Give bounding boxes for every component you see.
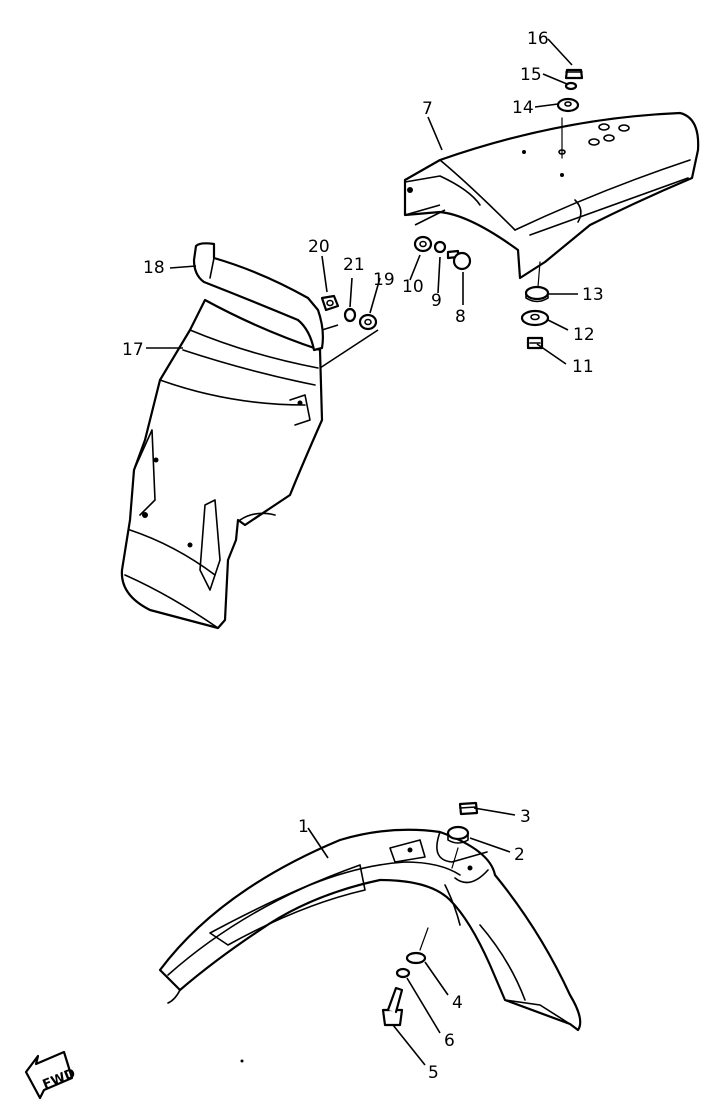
callout-19: 19 — [373, 270, 395, 290]
lock-washer-9 — [433, 240, 447, 254]
washer-19 — [358, 313, 378, 331]
callout-13: 13 — [582, 285, 604, 305]
callout-2: 2 — [514, 845, 525, 865]
mud-flap — [192, 242, 324, 352]
callout-20: 20 — [308, 237, 330, 257]
callout-12: 12 — [573, 325, 595, 345]
nut-16 — [564, 68, 584, 80]
bolt-8 — [446, 249, 472, 271]
callout-18: 18 — [143, 258, 165, 278]
rear-fender — [403, 111, 700, 280]
callout-4: 4 — [452, 993, 463, 1013]
washer-14 — [556, 97, 580, 113]
callout-7: 7 — [422, 99, 433, 119]
lock-washer-21 — [343, 307, 357, 323]
callout-10: 10 — [402, 277, 424, 297]
callout-5: 5 — [428, 1063, 439, 1083]
callout-1: 1 — [298, 817, 309, 837]
callout-17: 17 — [122, 340, 144, 360]
front-fender — [158, 828, 582, 1032]
callout-16: 16 — [527, 29, 549, 49]
callout-labels: 1 2 3 4 5 6 7 8 9 10 11 12 13 14 15 16 1… — [122, 29, 604, 1083]
washer-15 — [564, 81, 578, 91]
washer-10 — [413, 235, 433, 253]
grommet-2 — [446, 825, 470, 844]
fwd-arrow-icon: FWD — [24, 1050, 78, 1100]
callout-6: 6 — [444, 1031, 455, 1051]
callout-8: 8 — [455, 307, 466, 327]
callout-9: 9 — [431, 291, 442, 311]
bolt-5 — [381, 986, 404, 1027]
callout-14: 14 — [512, 98, 534, 118]
callout-11: 11 — [572, 357, 594, 377]
lock-washer-6 — [395, 967, 411, 979]
leader-lines — [146, 38, 578, 1066]
rear-inner-fender — [120, 298, 324, 630]
washer-12 — [520, 309, 550, 327]
callout-21: 21 — [343, 255, 365, 275]
callout-3: 3 — [520, 807, 531, 827]
nut-20 — [320, 294, 340, 312]
callout-15: 15 — [520, 65, 542, 85]
washer-4 — [405, 951, 427, 965]
collar-13 — [524, 285, 550, 303]
bolt-3 — [458, 801, 479, 816]
